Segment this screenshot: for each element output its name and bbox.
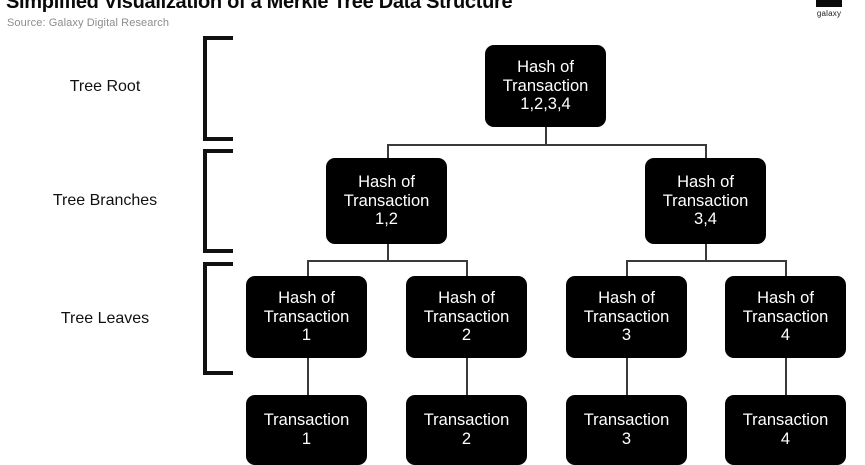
galaxy-bar-icon — [816, 0, 842, 7]
connector-leaf2-to-tx2 — [466, 358, 468, 395]
node-hash-leaf-3[interactable]: Hash of Transaction 3 — [566, 276, 687, 358]
node-transaction-1[interactable]: Transaction 1 — [246, 395, 367, 465]
connector-root-stem — [545, 127, 547, 145]
connector-leaf3-stem — [626, 260, 628, 276]
galaxy-logo-label: galaxy — [816, 9, 842, 18]
connector-leaf4-to-tx4 — [785, 358, 787, 395]
galaxy-logo: galaxy — [805, 0, 853, 18]
connector-leaf3-to-tx3 — [626, 358, 628, 395]
source-caption: Source: Galaxy Digital Research — [7, 17, 170, 29]
node-hash-branch-34[interactable]: Hash of Transaction 3,4 — [645, 158, 766, 244]
row-label-tree-branches: Tree Branches — [52, 192, 158, 209]
node-hash-branch-12[interactable]: Hash of Transaction 1,2 — [326, 158, 447, 244]
connector-leaf4-stem — [785, 260, 787, 276]
bracket-tree-leaves — [203, 262, 233, 375]
connector-branchL-bar — [307, 260, 467, 262]
page-title: Simplified Visualization of a Merkle Tre… — [6, 0, 513, 13]
row-label-tree-root: Tree Root — [69, 78, 141, 95]
node-hash-leaf-4[interactable]: Hash of Transaction 4 — [725, 276, 846, 358]
bracket-tree-branches — [203, 149, 233, 253]
connector-branchR-stem — [705, 244, 707, 261]
connector-leaf1-stem — [307, 260, 309, 276]
connector-branchR-bar — [626, 260, 786, 262]
node-hash-leaf-1[interactable]: Hash of Transaction 1 — [246, 276, 367, 358]
row-label-tree-leaves: Tree Leaves — [60, 310, 150, 327]
node-transaction-4[interactable]: Transaction 4 — [725, 395, 846, 465]
node-transaction-3[interactable]: Transaction 3 — [566, 395, 687, 465]
connector-branch-left-stem — [387, 144, 389, 158]
node-hash-leaf-2[interactable]: Hash of Transaction 2 — [406, 276, 527, 358]
bracket-tree-root — [203, 36, 233, 141]
connector-root-bar — [387, 144, 705, 146]
connector-leaf1-to-tx1 — [307, 358, 309, 395]
connector-branch-right-stem — [705, 144, 707, 158]
node-hash-root[interactable]: Hash of Transaction 1,2,3,4 — [485, 45, 606, 127]
node-transaction-2[interactable]: Transaction 2 — [406, 395, 527, 465]
connector-branchL-stem — [387, 244, 389, 261]
connector-leaf2-stem — [466, 260, 468, 276]
